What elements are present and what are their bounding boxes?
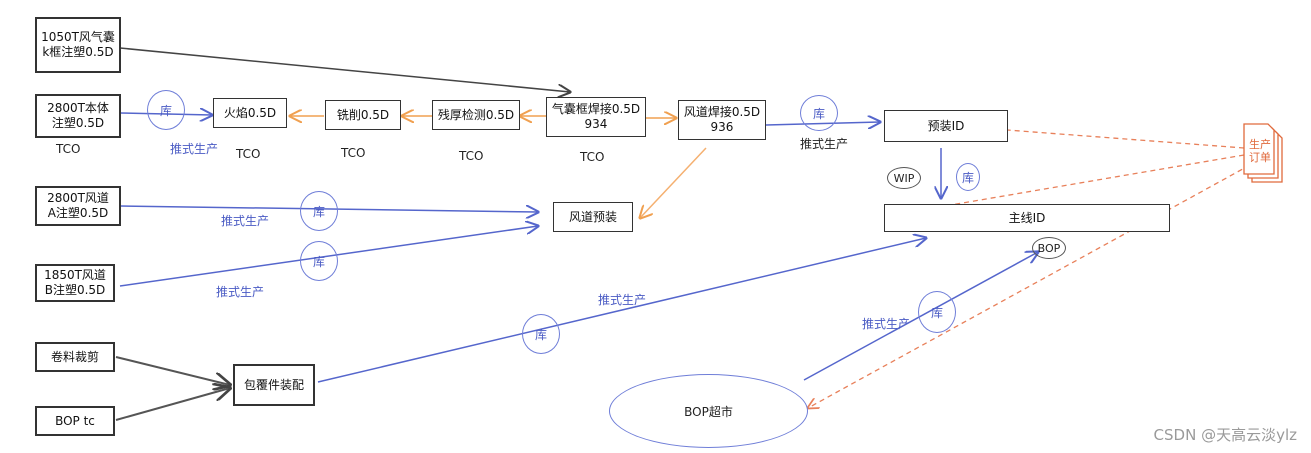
tco-label-3: TCO (341, 146, 366, 160)
push-label-2: 推式生产 (800, 137, 849, 151)
box-yuzhuang: 预装ID (884, 110, 1008, 142)
warehouse-circle-5: 库 (300, 241, 338, 281)
wip-oval: WIP (887, 167, 921, 189)
push-label-4: 推式生产 (216, 285, 265, 299)
box-fengdao-weld: 风道焊接0.5D 936 (678, 100, 766, 140)
tco-label-4: TCO (459, 149, 484, 163)
box-bop-tc: BOP tc (35, 406, 115, 436)
watermark: CSDN @天高云淡ylz (1153, 426, 1297, 444)
box-xiaoxue: 铣削0.5D (325, 100, 401, 130)
box-huoyan: 火焰0.5D (213, 98, 287, 128)
box-2800t-body: 2800T本体 注塑0.5D (35, 94, 121, 138)
bop-market-oval: BOP超市 (609, 374, 808, 448)
box-1850t-b: 1850T风道 B注塑0.5D (35, 264, 115, 302)
push-label-3: 推式生产 (221, 214, 270, 228)
push-label-5: 推式生产 (598, 293, 647, 307)
warehouse-circle-6: 库 (522, 314, 560, 354)
warehouse-circle-1: 库 (147, 90, 185, 130)
tco-label-5: TCO (580, 150, 605, 164)
arrow-baofu-to-zhuxian (317, 238, 926, 383)
tco-label-1: TCO (56, 142, 81, 156)
push-label-1: 推式生产 (170, 142, 219, 156)
warehouse-circle-4: 库 (300, 191, 338, 231)
box-qinang-weld: 气囊框焊接0.5D 934 (546, 97, 646, 137)
arrow-1050-to-qinang (119, 47, 570, 92)
box-fengdao-pre: 风道预装 (553, 202, 633, 232)
warehouse-circle-7: 库 (918, 291, 956, 333)
box-baofu: 包覆件装配 (233, 364, 315, 406)
arrow-juanliao-to-baofu (115, 356, 230, 385)
tco-label-2: TCO (236, 147, 261, 161)
warehouse-circle-2: 库 (800, 95, 838, 131)
arrow-boptc-to-baofu (115, 388, 230, 421)
order-document-icon (1243, 123, 1283, 183)
box-1050t-frame: 1050T风气囊 k框注塑0.5D (35, 17, 121, 73)
box-zhuxian: 主线ID (884, 204, 1170, 232)
production-order-label: 生产 订单 (1249, 138, 1271, 164)
box-canhou: 残厚检测0.5D (432, 100, 520, 130)
push-label-6: 推式生产 (862, 317, 911, 331)
box-2800t-a: 2800T风道 A注塑0.5D (35, 186, 121, 226)
order-to-bopmarket (808, 164, 1251, 408)
warehouse-circle-3: 库 (956, 163, 980, 191)
box-juanliao: 卷料裁剪 (35, 342, 115, 372)
order-to-yuzhuang (902, 122, 1245, 149)
bop-oval: BOP (1032, 237, 1066, 259)
arrow-fengdao-weld-to-pre (640, 147, 707, 218)
